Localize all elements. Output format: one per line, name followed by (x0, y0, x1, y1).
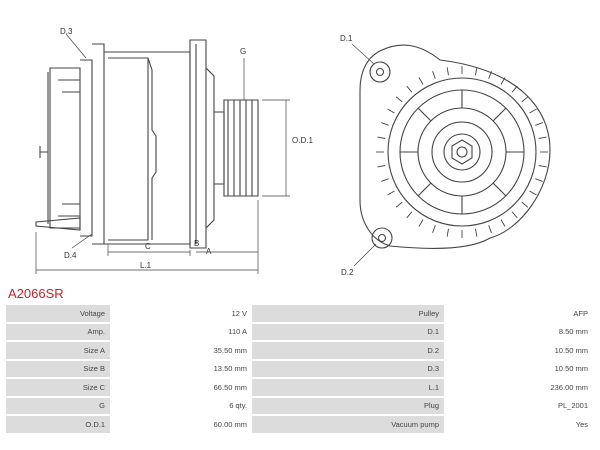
spec-label: Voltage (6, 305, 110, 322)
label-od1: O.D.1 (292, 136, 313, 145)
spec-value: 12 V (110, 305, 252, 322)
fin-mark (511, 85, 518, 93)
spec-label: Plug (252, 397, 444, 414)
front-view-leaders (351, 43, 377, 267)
fin-mark (521, 96, 529, 103)
fin-mark (446, 67, 449, 76)
spec-label: Amp. (6, 323, 110, 340)
spec-value: 13.50 mm (110, 360, 252, 377)
fin-mark (488, 71, 492, 79)
fin-mark (500, 219, 506, 227)
fin-mark (432, 225, 436, 233)
fin-mark (475, 228, 478, 237)
fin-mark (446, 228, 449, 237)
spec-label: Size B (6, 360, 110, 377)
fin-mark (535, 178, 543, 182)
label-d1: D.1 (340, 34, 353, 43)
front-view-fins (376, 66, 548, 238)
front-view-drawing (359, 44, 551, 249)
fin-mark (377, 136, 386, 139)
spec-label: L.1 (252, 379, 444, 396)
fin-mark (381, 122, 389, 126)
fin-mark (488, 225, 492, 233)
fin-mark (432, 71, 436, 79)
spec-value: 10.50 mm (444, 360, 593, 377)
spec-value: 110 A (110, 323, 252, 340)
label-d2: D.2 (341, 268, 354, 277)
label-c: C (145, 242, 151, 251)
spec-label: Size C (6, 379, 110, 396)
fin-mark (538, 136, 547, 139)
spec-label: D.1 (252, 323, 444, 340)
technical-drawing: D.3 G O.D.1 D.4 C B A L.1 D.1 D.2 (35, 27, 551, 277)
label-a: A (206, 247, 212, 256)
spec-value: 236.00 mm (444, 379, 593, 396)
fin-mark (395, 96, 403, 103)
spec-value: Yes (444, 416, 593, 433)
fin-mark (387, 108, 395, 114)
fin-mark (418, 219, 424, 227)
spec-value: 10.50 mm (444, 342, 593, 359)
fin-mark (406, 85, 413, 93)
label-d3: D.3 (60, 27, 73, 36)
spec-label: G (6, 397, 110, 414)
spec-label: Size A (6, 342, 110, 359)
spec-value: 35.50 mm (110, 342, 252, 359)
side-view-dimensions (35, 33, 290, 274)
spec-label: Vacuum pump (252, 416, 444, 433)
spec-value: 6 qty. (110, 397, 252, 414)
fin-mark (381, 178, 389, 182)
spec-label: D.2 (252, 342, 444, 359)
spec-value: 60.00 mm (110, 416, 252, 433)
fin-mark (521, 201, 529, 208)
fin-mark (395, 201, 403, 208)
fin-mark (535, 122, 543, 126)
fin-mark (406, 211, 413, 219)
fin-mark (529, 108, 537, 114)
fin-mark (529, 190, 537, 196)
product-code: A2066SR (8, 286, 64, 301)
spec-label: Pulley (252, 305, 444, 322)
spec-value: 66.50 mm (110, 379, 252, 396)
fin-mark (538, 165, 547, 168)
spec-value: 8.50 mm (444, 323, 593, 340)
label-b: B (194, 239, 199, 248)
side-view-drawing (35, 39, 259, 249)
fin-mark (475, 67, 478, 76)
spec-value: AFP (444, 305, 593, 322)
spec-label: O.D.1 (6, 416, 110, 433)
fin-mark (387, 190, 395, 196)
fin-mark (377, 165, 386, 168)
label-g: G (240, 47, 246, 56)
spec-value: PL_2001 (444, 397, 593, 414)
spec-label: D.3 (252, 360, 444, 377)
fin-mark (500, 77, 506, 85)
label-d4: D.4 (64, 251, 77, 260)
fin-mark (511, 211, 518, 219)
label-l1: L.1 (140, 261, 152, 270)
fin-mark (418, 77, 424, 85)
